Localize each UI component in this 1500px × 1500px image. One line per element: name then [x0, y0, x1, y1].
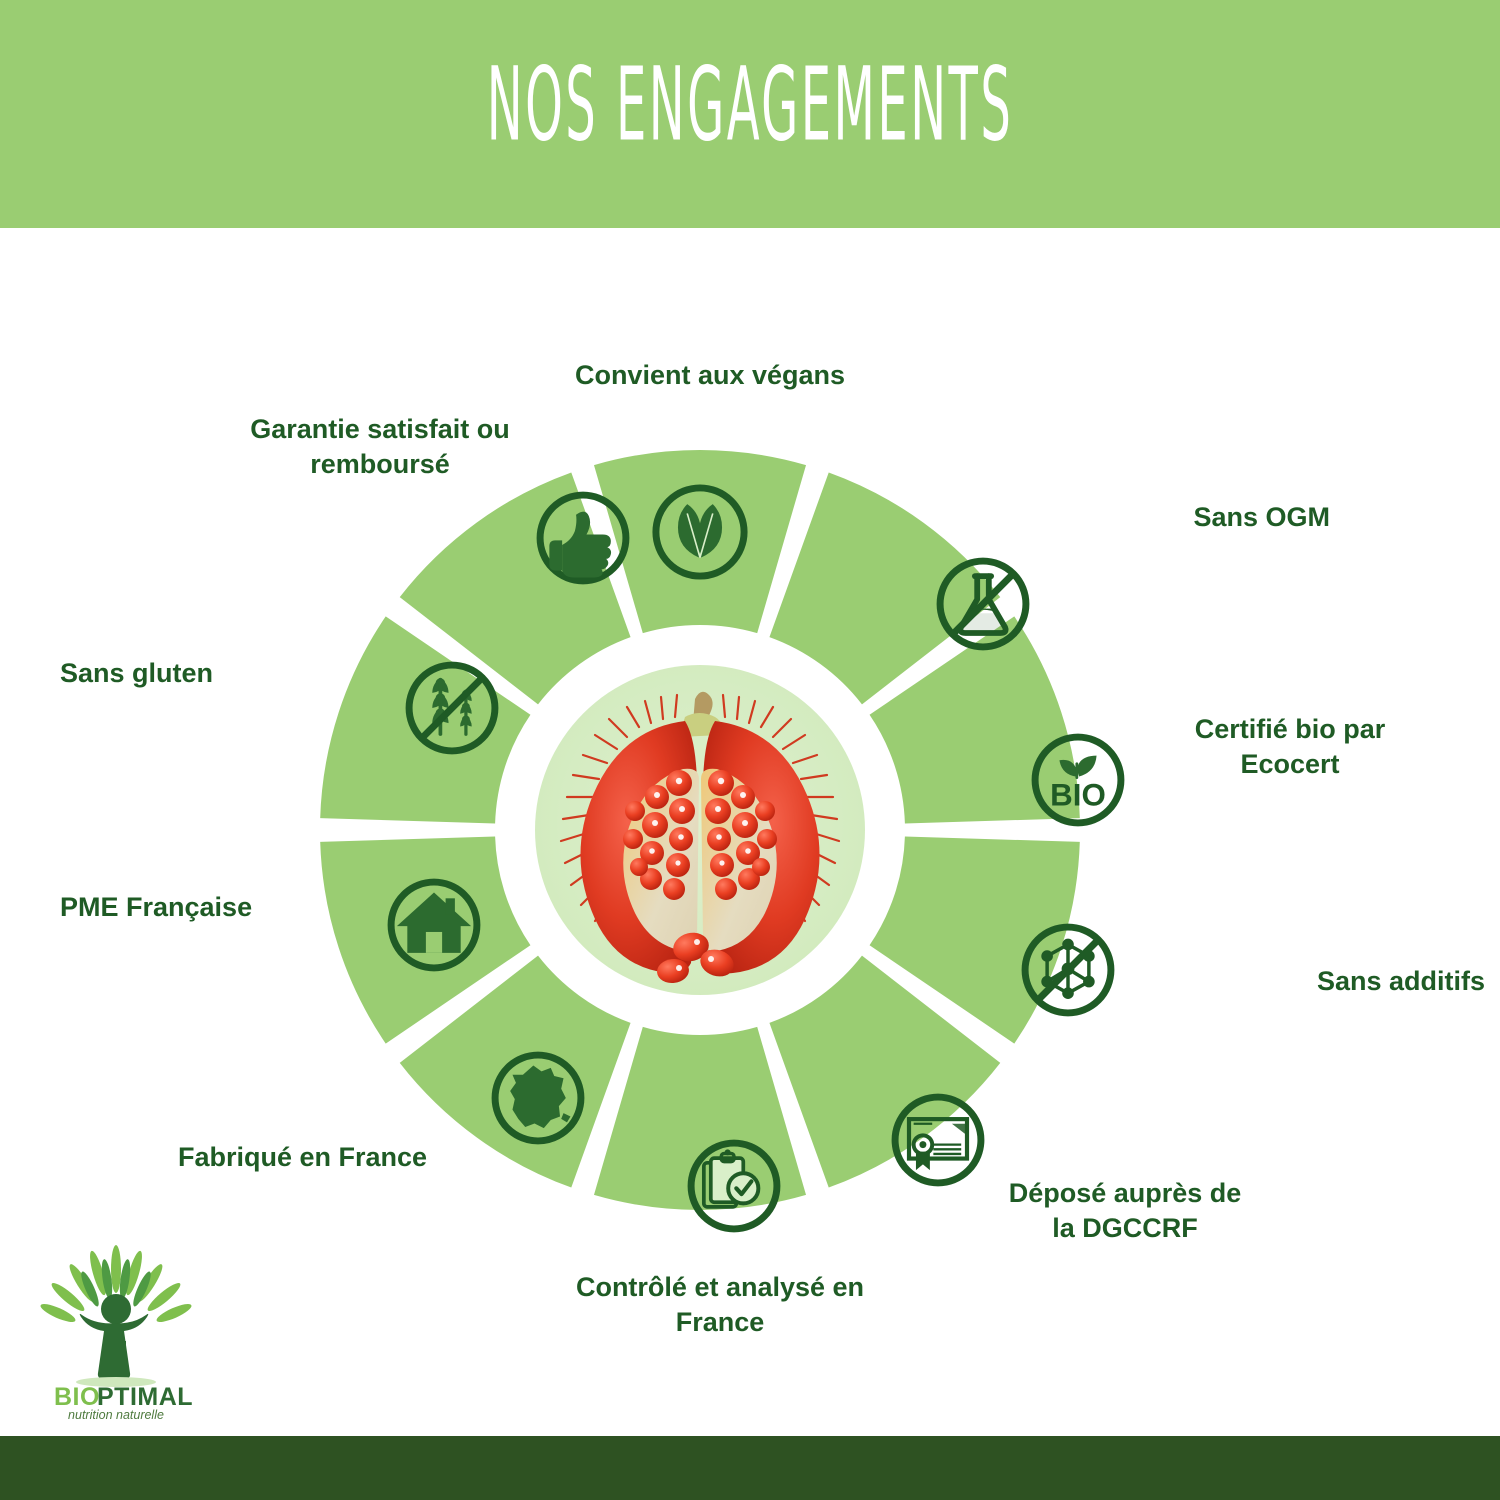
badge-dgccrf[interactable] — [880, 1082, 996, 1198]
label-vegan: Convient aux végans — [574, 360, 846, 390]
footer-band — [0, 1436, 1500, 1500]
no-wheat-icon — [405, 661, 499, 755]
wheel-segment-ogm[interactable] — [769, 472, 1001, 705]
brand-logo[interactable]: BIO PTIMAL nutrition naturelle — [26, 1245, 206, 1425]
certificate-icon — [891, 1093, 985, 1187]
badge-vegan[interactable] — [642, 474, 758, 590]
wheel-segment-dgccrf[interactable] — [769, 955, 1001, 1188]
france-map-icon — [491, 1051, 585, 1145]
label-fabrique-en-france: Fabriqué en France — [178, 1142, 428, 1172]
label-sans-additifs: Sans additifs — [1316, 966, 1485, 996]
logo-brand-part-2: PTIMAL — [97, 1383, 193, 1411]
thumbs-up-icon — [536, 491, 630, 585]
label-pme-francaise: PME Française — [60, 892, 253, 922]
bio-leaf-circle-icon: BIO — [1031, 733, 1125, 827]
page-title: NOS ENGAGEMENTS — [486, 46, 1014, 165]
annatto-fruit-illustration — [559, 691, 841, 984]
wheel-segment-fabrique[interactable] — [399, 955, 631, 1188]
logo-brand-part-1: BIO — [54, 1383, 100, 1411]
no-flask-icon — [936, 557, 1030, 651]
clipboard-check-icon — [687, 1139, 781, 1233]
badge-sans-additifs[interactable] — [1010, 912, 1126, 1028]
tree-person-icon: BIO PTIMAL nutrition naturelle — [40, 1245, 193, 1422]
leaves-circle-icon — [652, 484, 748, 580]
wheel-segment-gluten[interactable] — [320, 616, 531, 824]
badge-garantie-satisfait[interactable] — [525, 480, 641, 596]
no-molecule-icon — [1021, 923, 1115, 1017]
badge-fabrique-en-france[interactable] — [480, 1040, 596, 1156]
label-dgccrf: Déposé auprès de la DGCCRF — [1008, 1178, 1242, 1243]
header-band: NOS ENGAGEMENTS — [0, 0, 1500, 228]
center-product-disc — [505, 635, 895, 1025]
label-garantie-satisfait: Garantie satisfait ou remboursé — [250, 414, 510, 479]
label-sans-gluten: Sans gluten — [60, 658, 214, 688]
badge-pme-francaise[interactable] — [376, 867, 492, 983]
label-controle-analyse: Contrôlé et analysé en France — [575, 1272, 865, 1337]
svg-text:BIO: BIO — [1050, 778, 1106, 813]
badge-controle-analyse[interactable] — [676, 1128, 792, 1244]
logo-tagline: nutrition naturelle — [68, 1408, 164, 1422]
badge-certifie-bio[interactable]: BIO — [1020, 722, 1136, 838]
badge-sans-ogm[interactable] — [925, 546, 1041, 662]
label-sans-ogm: Sans OGM — [1193, 502, 1330, 532]
house-icon — [387, 878, 481, 972]
wheel-segment-controle[interactable] — [593, 1026, 807, 1210]
badge-sans-gluten[interactable] — [394, 650, 510, 766]
wheel-segment-ecocert[interactable] — [869, 616, 1080, 824]
annatto-fruit-image — [535, 665, 865, 995]
label-certifie-bio: Certifié bio par Ecocert — [1194, 714, 1386, 779]
wheel-segment-garantie[interactable] — [399, 472, 631, 705]
